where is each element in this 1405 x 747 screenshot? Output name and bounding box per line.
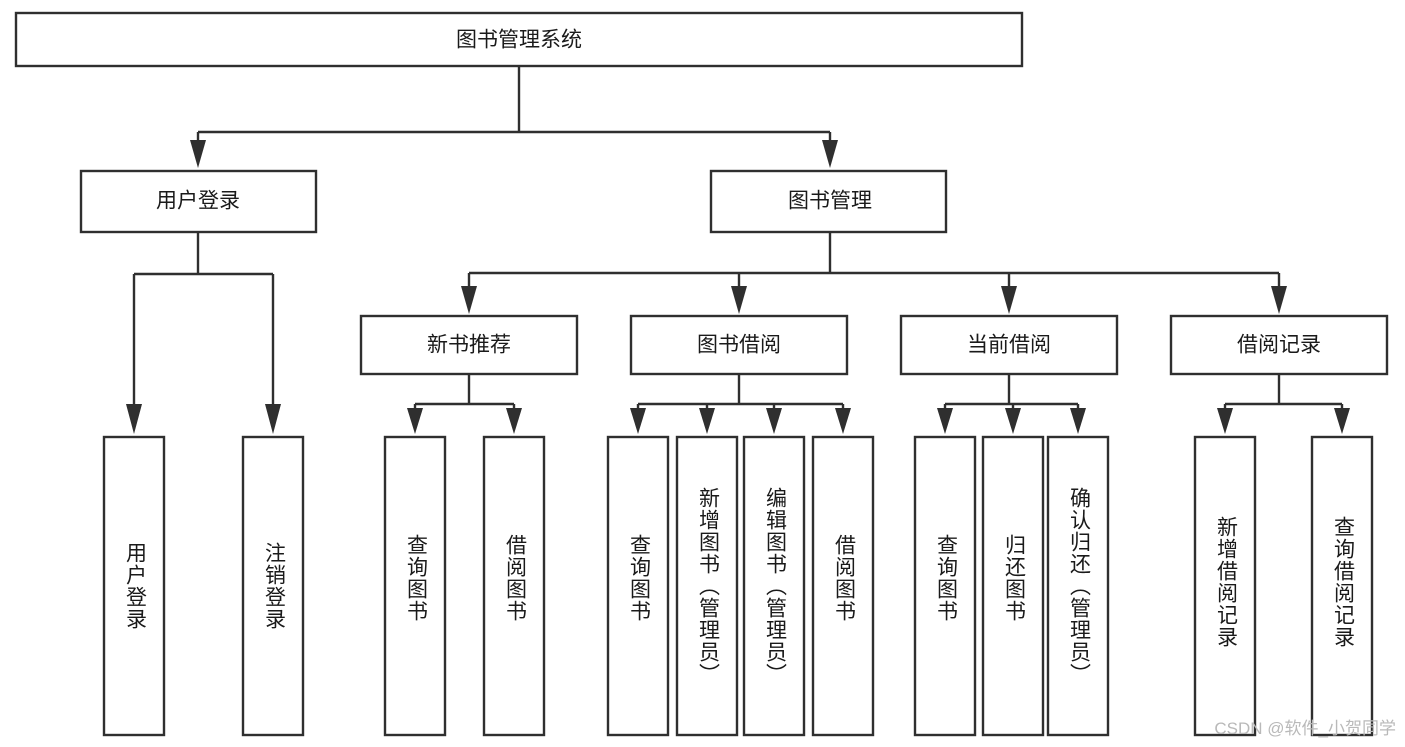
leaf-query-book-2-box[interactable] xyxy=(606,435,670,737)
leaf-borrow-book-1-box[interactable] xyxy=(482,435,546,737)
leaf-return-book-box[interactable] xyxy=(981,435,1045,737)
node-book-borrow[interactable]: 图书借阅 xyxy=(629,314,849,376)
leaf-add-book-box[interactable] xyxy=(675,435,739,737)
node-current-borrow-label: 当前借阅 xyxy=(967,334,1051,357)
leaf-edit-book-label: 编辑图书（管理员） xyxy=(763,487,787,685)
leaf-query-record-label: 查询借阅记录 xyxy=(1331,516,1355,648)
node-borrow-record[interactable]: 借阅记录 xyxy=(1169,314,1389,376)
leaf-user-login-label: 用户登录 xyxy=(123,542,147,630)
leaf-query-record[interactable]: 查询借阅记录 xyxy=(1310,435,1374,737)
node-current-borrow-box[interactable] xyxy=(899,314,1119,376)
arrowhead-leaf-user-login xyxy=(126,404,142,434)
leaf-logout-login[interactable]: 注销登录 xyxy=(241,435,305,737)
leaf-query-record-box[interactable] xyxy=(1310,435,1374,737)
leaf-query-book-3-label: 查询图书 xyxy=(934,534,958,622)
arrowhead-book-borrow xyxy=(731,286,747,314)
arrowhead-book-management xyxy=(822,140,838,168)
leaf-query-book-1-box[interactable] xyxy=(383,435,447,737)
leaf-logout-login-label: 注销登录 xyxy=(262,542,286,630)
arrowhead-leaf-return-book xyxy=(1005,408,1021,434)
leaf-query-book-2[interactable]: 查询图书 xyxy=(606,435,670,737)
leaf-confirm-return[interactable]: 确认归还（管理员） xyxy=(1046,435,1110,737)
leaf-borrow-book-2[interactable]: 借阅图书 xyxy=(811,435,875,737)
node-root-label: 图书管理系统 xyxy=(456,29,582,52)
node-current-borrow[interactable]: 当前借阅 xyxy=(899,314,1119,376)
arrowhead-user-login xyxy=(190,140,206,168)
node-user-login-label: 用户登录 xyxy=(156,190,240,213)
node-book-borrow-label: 图书借阅 xyxy=(697,334,781,357)
arrowhead-leaf-query-book-3 xyxy=(937,408,953,434)
leaf-confirm-return-label: 确认归还（管理员） xyxy=(1067,487,1091,685)
arrowhead-leaf-add-record xyxy=(1217,408,1233,434)
node-root-box[interactable] xyxy=(14,11,1024,68)
arrowhead-borrow-record xyxy=(1271,286,1287,314)
node-user-login[interactable]: 用户登录 xyxy=(79,169,318,234)
arrowhead-leaf-add-book xyxy=(699,408,715,434)
leaf-add-book-label: 新增图书（管理员） xyxy=(696,487,720,685)
node-book-management[interactable]: 图书管理 xyxy=(709,169,948,234)
leaf-query-book-3-box[interactable] xyxy=(913,435,977,737)
watermark-label: CSDN @软件_小贺同学 xyxy=(1214,719,1396,738)
node-new-book-recommend-label: 新书推荐 xyxy=(427,334,511,357)
leaf-return-book-label: 归还图书 xyxy=(1002,534,1026,622)
leaf-return-book[interactable]: 归还图书 xyxy=(981,435,1045,737)
arrowhead-new-book-recommend xyxy=(461,286,477,314)
arrowhead-leaf-borrow-book-2 xyxy=(835,408,851,434)
leaf-query-book-3[interactable]: 查询图书 xyxy=(913,435,977,737)
leaf-borrow-book-1[interactable]: 借阅图书 xyxy=(482,435,546,737)
leaf-add-record[interactable]: 新增借阅记录 xyxy=(1193,435,1257,737)
arrowhead-current-borrow xyxy=(1001,286,1017,314)
leaf-query-book-1[interactable]: 查询图书 xyxy=(383,435,447,737)
connector-layer xyxy=(126,66,1350,434)
leaf-user-login-box[interactable] xyxy=(102,435,166,737)
node-borrow-record-box[interactable] xyxy=(1169,314,1389,376)
leaf-edit-book[interactable]: 编辑图书（管理员） xyxy=(742,435,806,737)
leaf-add-record-label: 新增借阅记录 xyxy=(1214,516,1238,648)
arrowhead-leaf-edit-book xyxy=(766,408,782,434)
node-borrow-record-label: 借阅记录 xyxy=(1237,334,1321,357)
node-new-book-recommend-box[interactable] xyxy=(359,314,579,376)
node-book-management-box[interactable] xyxy=(709,169,948,234)
arrowhead-leaf-query-book-2 xyxy=(630,408,646,434)
node-book-management-label: 图书管理 xyxy=(788,190,872,213)
leaf-add-book[interactable]: 新增图书（管理员） xyxy=(675,435,739,737)
node-book-borrow-box[interactable] xyxy=(629,314,849,376)
leaf-query-book-2-label: 查询图书 xyxy=(627,534,651,622)
arrowhead-leaf-query-record xyxy=(1334,408,1350,434)
node-user-login-box[interactable] xyxy=(79,169,318,234)
leaf-borrow-book-2-box[interactable] xyxy=(811,435,875,737)
arrowhead-leaf-borrow-book-1 xyxy=(506,408,522,434)
leaf-logout-login-box[interactable] xyxy=(241,435,305,737)
arrowhead-leaf-query-book-1 xyxy=(407,408,423,434)
leaf-borrow-book-2-label: 借阅图书 xyxy=(832,534,856,622)
leaf-edit-book-box[interactable] xyxy=(742,435,806,737)
leaf-borrow-book-1-label: 借阅图书 xyxy=(503,534,527,622)
arrowhead-leaf-confirm-return xyxy=(1070,408,1086,434)
arrowhead-leaf-logout-login xyxy=(265,404,281,434)
leaf-confirm-return-box[interactable] xyxy=(1046,435,1110,737)
leaf-add-record-box[interactable] xyxy=(1193,435,1257,737)
leaf-user-login[interactable]: 用户登录 xyxy=(102,435,166,737)
leaf-query-book-1-label: 查询图书 xyxy=(404,534,428,622)
node-root[interactable]: 图书管理系统 xyxy=(14,11,1024,68)
node-new-book-recommend[interactable]: 新书推荐 xyxy=(359,314,579,376)
